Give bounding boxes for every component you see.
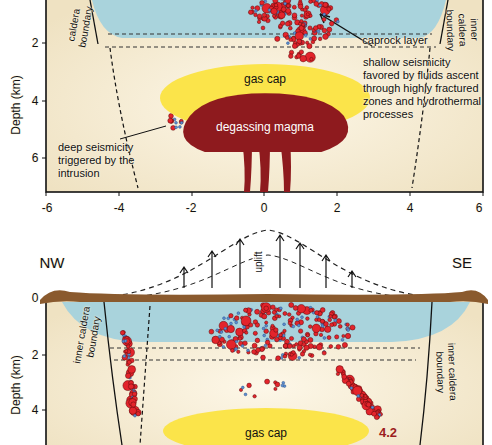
ground-surface [40, 290, 488, 304]
node-label: gas cap [163, 408, 369, 440]
annotation-label: Depth (km) [9, 355, 23, 414]
annotation-label: 0 [32, 291, 39, 305]
annotation-label: 6 [476, 201, 483, 215]
annotation-label: -4 [114, 201, 125, 215]
caldera-fill [92, 0, 446, 38]
node-label: gas cap [160, 64, 370, 86]
magma-body: degassing magma [171, 92, 359, 152]
annotation-label: 6 [32, 151, 39, 165]
annotation-label: Depth (km) [9, 75, 23, 134]
annotation-label: -6 [42, 201, 53, 215]
annotation-label: inner caldera boundary [443, 1, 481, 58]
annotation-label: caprock layer [362, 34, 427, 47]
gas-cap: gas cap [163, 408, 369, 445]
annotation-label: SE [452, 254, 472, 271]
annotation-label: NW [40, 254, 65, 271]
panel-frame [46, 298, 483, 445]
node-label: degassing magma [171, 92, 359, 134]
annotation-label: 4 [32, 403, 39, 417]
annotation-label: 4 [32, 94, 39, 108]
annotation-label: 2 [32, 348, 39, 362]
annotation-label: -2 [186, 201, 197, 215]
annotation-label: 2 [334, 201, 341, 215]
annotation-label: 4 [407, 201, 414, 215]
caldera-fill [62, 302, 470, 342]
annotation-label: inner caldera boundary [433, 337, 459, 408]
annotation-label: deep seismicity triggered by the intrusi… [58, 141, 166, 180]
annotation-label: shallow seismicity favored by fluids asc… [363, 56, 481, 121]
annotation-label: 0 [261, 201, 268, 215]
panel-frame [46, 0, 483, 192]
annotation-label: 2 [32, 36, 39, 50]
annotation-label: uplift [253, 249, 265, 274]
annotation-label: 4.2 [379, 425, 397, 440]
